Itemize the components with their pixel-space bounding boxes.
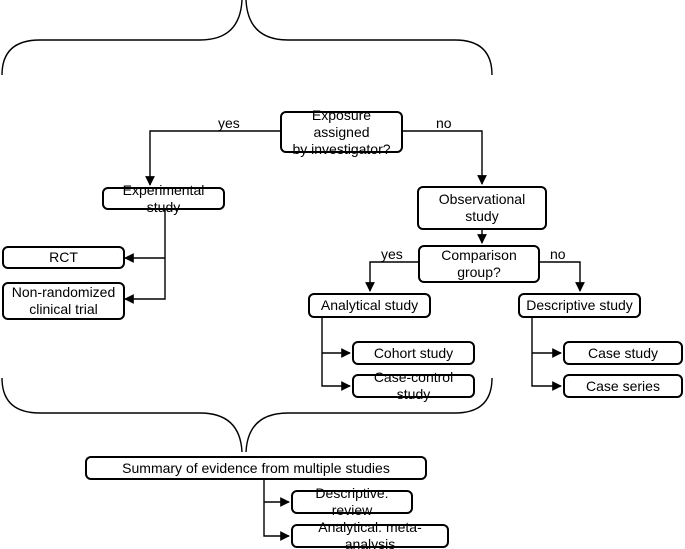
- edge-label-exposure-yes: yes: [218, 115, 240, 131]
- node-comparison-group: Comparison group?: [418, 245, 540, 283]
- node-cohort-study: Cohort study: [352, 341, 475, 365]
- node-descriptive-review: Descriptive: review: [291, 485, 413, 518]
- node-analytical-meta-analysis: Analytical: meta-analysis: [291, 519, 449, 549]
- node-rct: RCT: [2, 246, 125, 269]
- node-descriptive-study: Descriptive study: [518, 293, 641, 318]
- node-case-study: Case study: [563, 341, 683, 365]
- edge-label-comparison-yes: yes: [381, 246, 403, 262]
- node-summary-of-evidence: Summary of evidence from multiple studie…: [85, 456, 427, 480]
- node-analytical-study: Analytical study: [308, 293, 431, 318]
- node-exposure-assigned: Exposure assigned by investigator?: [280, 107, 403, 157]
- edge-label-exposure-no: no: [436, 115, 452, 131]
- edge-label-comparison-no: no: [550, 246, 566, 262]
- node-non-randomized-trial: Non-randomized clinical trial: [2, 282, 125, 320]
- node-experimental-study: Experimental study: [102, 182, 225, 215]
- top-brace: [1, 0, 243, 76]
- node-case-series: Case series: [563, 374, 683, 398]
- bottom-brace: [1, 377, 243, 453]
- node-observational-study: Observational study: [417, 186, 547, 230]
- node-case-control-study: Case-control study: [352, 369, 475, 402]
